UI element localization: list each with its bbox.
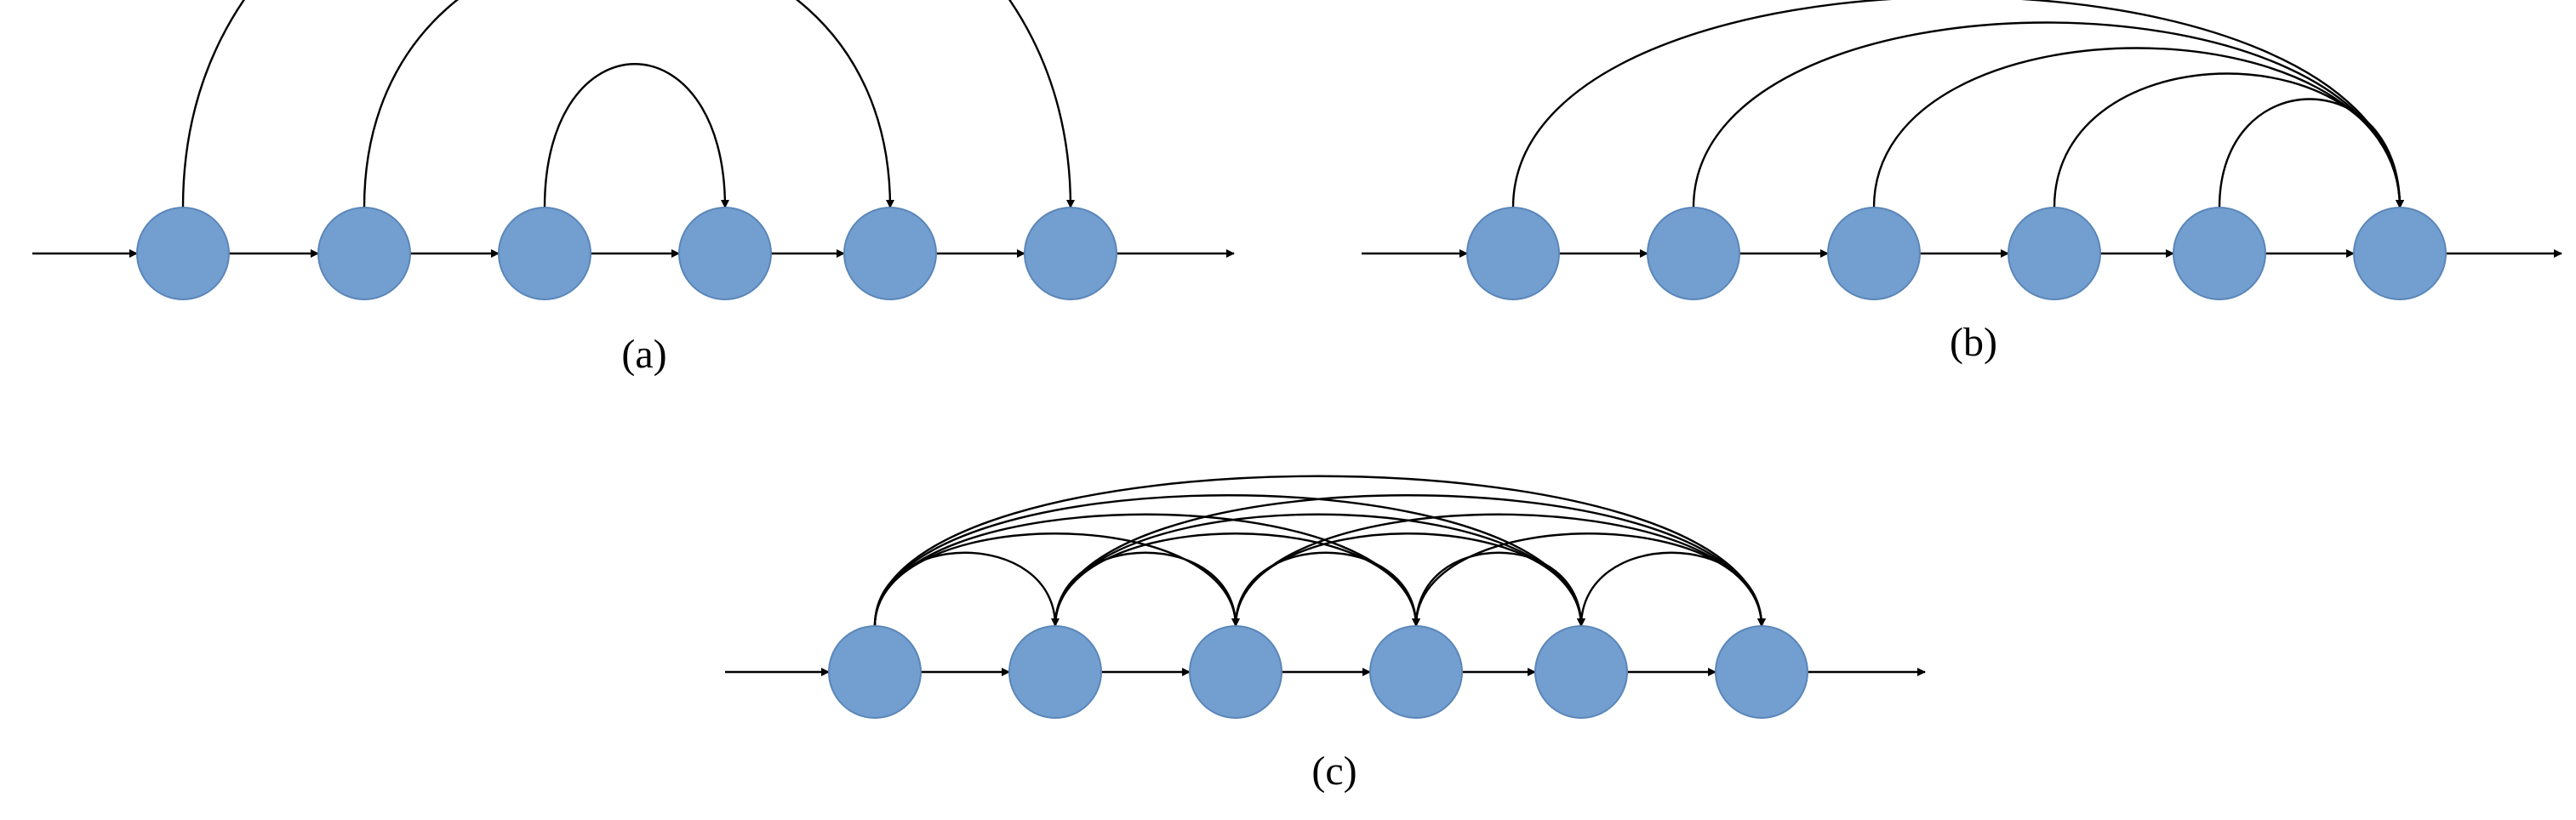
skip-edge: [2053, 72, 2404, 208]
node: [1534, 625, 1628, 719]
panel-b-caption: (b): [1950, 320, 1997, 365]
skip-edge: [873, 551, 1060, 627]
skip-edge: [1579, 551, 1766, 627]
skip-edge: [363, 0, 894, 208]
node: [498, 207, 591, 300]
skip-edge: [1511, 0, 2404, 208]
skip-edge: [1692, 21, 2404, 208]
skip-edge: [181, 0, 1075, 208]
node: [1024, 207, 1117, 300]
panel-c-caption: (c): [1311, 749, 1357, 794]
skip-edge: [873, 532, 1240, 627]
panel-a-caption: (a): [621, 332, 666, 377]
node: [136, 207, 230, 300]
node: [2008, 207, 2101, 300]
skip-edge: [543, 63, 729, 208]
skip-edge: [1234, 513, 1766, 627]
node: [828, 625, 922, 719]
node: [317, 207, 411, 300]
panel-b: (b): [1362, 0, 2562, 365]
skip-edge: [2218, 98, 2404, 208]
skip-edge: [1234, 551, 1420, 627]
node: [2353, 207, 2447, 300]
skip-edge: [1054, 513, 1585, 627]
skip-edge: [1872, 47, 2404, 208]
node: [843, 207, 937, 300]
panel-c: (c): [725, 475, 1926, 794]
node: [1647, 207, 1740, 300]
node: [1189, 625, 1282, 719]
skip-edge: [1234, 532, 1585, 627]
skip-edge: [1054, 494, 1766, 627]
skip-edge: [1414, 551, 1585, 627]
node: [678, 207, 772, 300]
skip-edge: [873, 475, 1766, 627]
node: [1827, 207, 1921, 300]
skip-edge: [1054, 532, 1420, 627]
node: [1466, 207, 1560, 300]
node: [1008, 625, 1102, 719]
skip-edge: [873, 513, 1420, 627]
node: [1369, 625, 1463, 719]
skip-edge: [1414, 532, 1766, 627]
node: [1715, 625, 1808, 719]
skip-edge: [1054, 551, 1240, 627]
node: [2173, 207, 2266, 300]
panel-a: (a): [32, 0, 1235, 377]
